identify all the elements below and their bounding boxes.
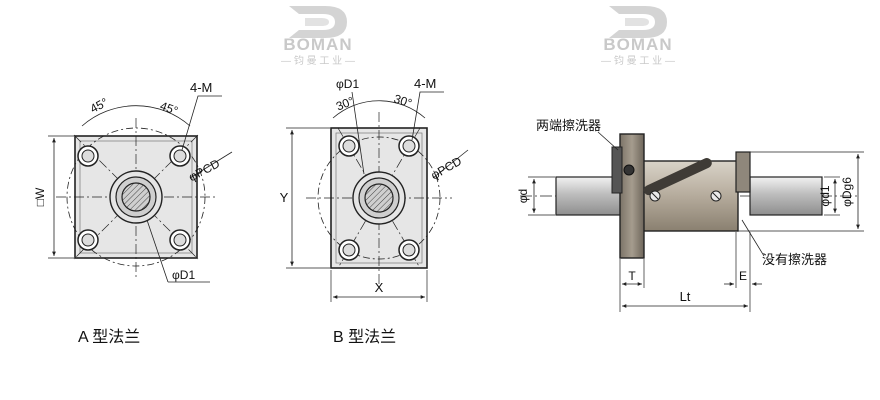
flange-b-label-y: Y <box>280 190 289 205</box>
watermark-left: BOMAN — 钧 曼 工 业 — <box>281 6 355 67</box>
flange-a-caption: A 型法兰 <box>78 328 140 346</box>
flange-a-angle-left: 45° <box>88 95 111 116</box>
flange-b-caption: B 型法兰 <box>333 328 396 346</box>
flange-b-bolt-hole <box>398 135 420 157</box>
watermark-right: BOMAN — 钧 曼 工 业 — <box>601 6 675 67</box>
flange-b-angle-left: 30° <box>334 94 356 114</box>
label-phi-d: φd <box>516 189 530 203</box>
label-e: E <box>739 269 747 283</box>
boman-logo-icon <box>289 6 347 38</box>
boman-logo-icon <box>609 6 667 38</box>
watermark-subtitle: — 钧 曼 工 业 — <box>281 55 355 67</box>
flange-b-label-d1: φD1 <box>336 77 359 91</box>
ball-return-tube <box>643 158 712 196</box>
nut-flange <box>619 133 645 259</box>
flange-a-label-m: 4-M <box>190 80 212 95</box>
label-phi-dg6: φDg6 <box>840 177 854 207</box>
flange-a-bolt-hole <box>77 145 99 167</box>
label-lt: Lt <box>680 289 691 304</box>
flange-a-label-d1: φD1 <box>172 268 195 282</box>
flange-a-screw-shaft <box>121 182 151 212</box>
flange-a-bolt-hole <box>169 229 191 251</box>
label-phi-d1: φd1 <box>818 185 832 206</box>
flange-a-angle-right: 45° <box>158 99 180 118</box>
label-wiper-both-ends: 两端擦洗器 <box>536 118 601 133</box>
nut-end-collar <box>735 151 751 193</box>
flange-a-bolt-hole <box>77 229 99 251</box>
flange-b-bolt-hole <box>398 239 420 261</box>
flange-b-angle-right: 30° <box>392 91 414 110</box>
flange-a-label-w: □W <box>33 187 47 206</box>
watermark-subtitle: — 钧 曼 工 业 — <box>601 55 675 67</box>
flange-b-bolt-hole <box>338 239 360 261</box>
flange-a-view: 45° 45° 4-M φPCD φD1 □W <box>33 80 233 283</box>
label-no-wiper: 没有擦洗器 <box>762 252 827 267</box>
label-t: T <box>628 269 636 283</box>
watermark-brand: BOMAN <box>283 35 352 54</box>
watermark-brand: BOMAN <box>603 35 672 54</box>
screw-shaft-right <box>749 176 823 216</box>
ball-nut-side-view: 两端擦洗器 没有擦洗器 φd φd1 φDg6 T E Lt <box>516 118 864 312</box>
flange-b-label-x: X <box>375 280 384 295</box>
wiper-left <box>611 146 623 194</box>
flange-b-label-m: 4-M <box>414 76 436 91</box>
flange-b-bolt-hole <box>338 135 360 157</box>
flange-b-screw-shaft <box>364 183 394 213</box>
flange-a-bolt-hole <box>169 145 191 167</box>
flange-b-view: 30° 30° φD1 4-M φPCD Y X <box>280 76 469 302</box>
flange-b-label-pcd: φPCD <box>428 154 464 183</box>
